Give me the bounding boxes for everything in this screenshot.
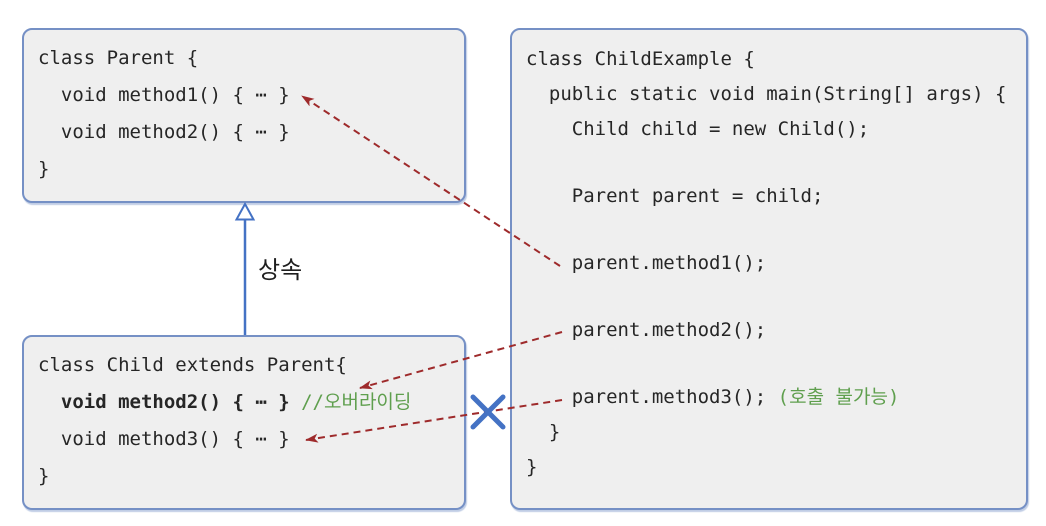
code-line: class Child extends Parent{ bbox=[38, 354, 347, 376]
code-line-method2: void method2() { ⋯ } bbox=[38, 121, 290, 143]
inheritance-arrow-head-icon bbox=[234, 201, 256, 221]
code-line-row: void method1() { ⋯ } bbox=[38, 77, 450, 114]
code-line-row: } bbox=[526, 415, 1012, 450]
code-line-row: class Parent { bbox=[38, 40, 450, 77]
code-line: } bbox=[38, 465, 50, 487]
child-class-box: class Child extends Parent{ void method2… bbox=[22, 335, 466, 510]
overriding-comment: //오버라이딩 bbox=[301, 391, 412, 413]
x-stroke bbox=[470, 394, 506, 430]
code-line-row: } bbox=[526, 450, 1012, 485]
code-line-row: parent.method1(); bbox=[526, 246, 1012, 281]
code-line-overridden-method2: void method2() { ⋯ } bbox=[38, 391, 302, 413]
code-line-row: } bbox=[38, 151, 450, 188]
code-line-method3: void method3() { ⋯ } bbox=[38, 428, 290, 450]
blank-line bbox=[526, 147, 1012, 179]
code-line-row: void method3() { ⋯ } bbox=[38, 421, 450, 458]
code-line: class Parent { bbox=[38, 47, 199, 69]
code-line-call-method1: parent.method1(); bbox=[526, 252, 767, 274]
blank-line bbox=[526, 281, 1012, 313]
code-line-row: parent.method2(); bbox=[526, 313, 1012, 348]
code-line-row: class Child extends Parent{ bbox=[38, 347, 450, 384]
code-line-row: class ChildExample { bbox=[526, 42, 1012, 77]
parent-class-box: class Parent { void method1() { ⋯ } void… bbox=[22, 28, 466, 203]
code-line-upcast: Parent parent = child; bbox=[526, 185, 824, 207]
code-line-method1: void method1() { ⋯ } bbox=[38, 84, 290, 106]
code-line-row: void method2() { ⋯ } //오버라이딩 bbox=[38, 384, 450, 421]
x-stroke bbox=[470, 394, 506, 430]
code-line-row: } bbox=[38, 458, 450, 495]
code-line-row: Child child = new Child(); bbox=[526, 112, 1012, 147]
code-line-row: parent.method3(); (호출 불가능) bbox=[526, 380, 1012, 415]
code-line-call-method3: parent.method3(); bbox=[526, 386, 778, 408]
code-line-new-child: Child child = new Child(); bbox=[526, 118, 870, 140]
not-callable-x-icon bbox=[470, 394, 506, 430]
code-line-row: public static void main(String[] args) { bbox=[526, 77, 1012, 112]
not-callable-comment: (호출 불가능) bbox=[777, 386, 900, 408]
blank-line bbox=[526, 214, 1012, 246]
blank-line bbox=[526, 348, 1012, 380]
code-line-row: Parent parent = child; bbox=[526, 179, 1012, 214]
code-line: class ChildExample { bbox=[526, 48, 755, 70]
inheritance-label: 상속 bbox=[258, 257, 303, 284]
code-line-main: public static void main(String[] args) { bbox=[526, 83, 1007, 105]
code-line: } bbox=[526, 421, 561, 443]
code-line: } bbox=[526, 456, 538, 478]
child-example-code-box: class ChildExample { public static void … bbox=[510, 28, 1028, 510]
code-line: } bbox=[38, 158, 50, 180]
code-line-row: void method2() { ⋯ } bbox=[38, 114, 450, 151]
code-line-call-method2: parent.method2(); bbox=[526, 319, 767, 341]
